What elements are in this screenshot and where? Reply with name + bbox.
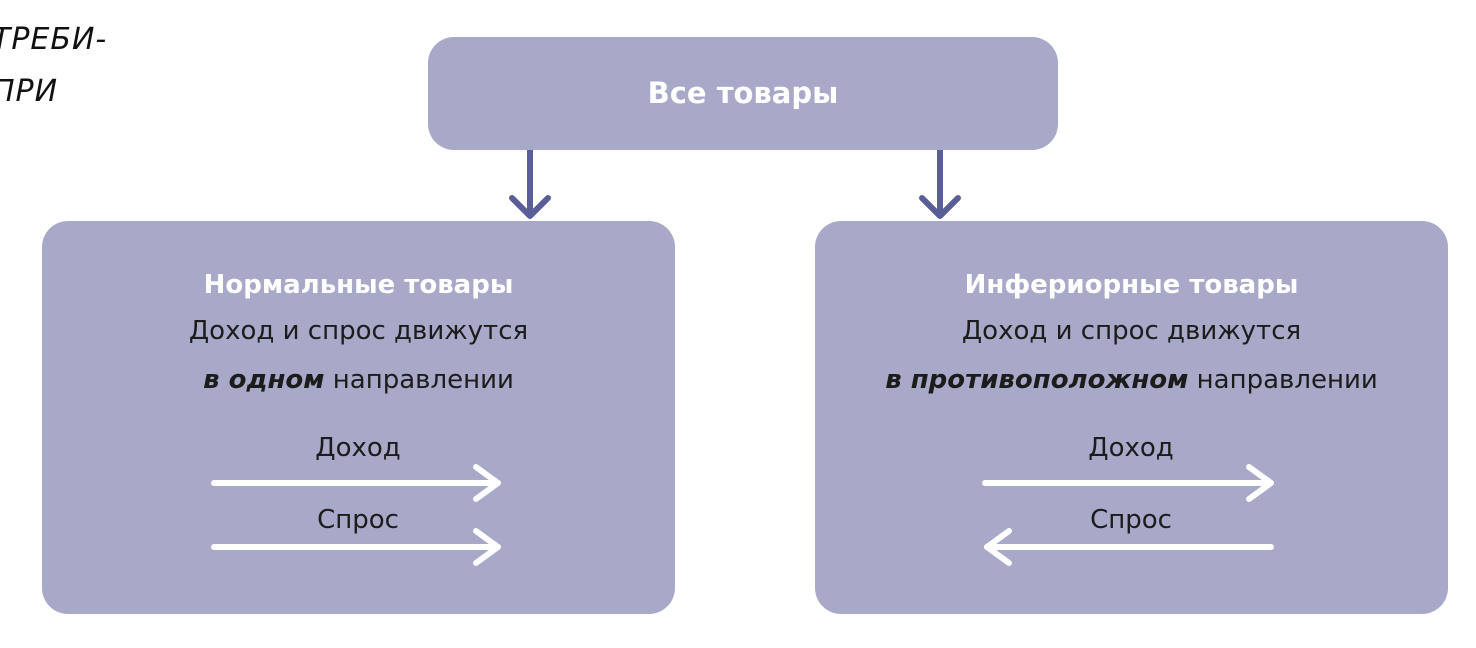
inferior-goods-node: Инфериорные товары Доход и спрос движутс… [815, 221, 1448, 614]
inferior-goods-description-line1: Доход и спрос движутся [961, 316, 1302, 346]
root-node-label: Все товары [647, 76, 839, 110]
inferior-demand-arrow [984, 528, 1274, 566]
margin-handwriting: ТРЕБИ- ПРИ [0, 0, 152, 130]
connector-left [509, 150, 551, 219]
inferior-demand-label: Спрос [1090, 505, 1172, 535]
margin-note-line-3: ПРИ [0, 74, 59, 109]
normal-goods-title: Нормальные товары [203, 270, 514, 300]
normal-demand-label: Спрос [317, 505, 399, 535]
connector-right [919, 150, 961, 219]
inferior-goods-title: Инфериорные товары [964, 270, 1299, 300]
normal-income-label: Доход [315, 433, 401, 463]
margin-note-line-2: ТРЕБИ- [0, 22, 108, 57]
normal-goods-description-line1: Доход и спрос движутся [188, 316, 529, 346]
normal-income-arrow [211, 464, 501, 502]
normal-demand-arrow [211, 528, 501, 566]
normal-goods-emphasis: в одном [203, 365, 325, 395]
root-node: Все товары [428, 37, 1058, 150]
normal-goods-description-line2: в одном направлении [42, 363, 675, 397]
inferior-goods-emphasis: в противоположном [885, 365, 1189, 395]
normal-goods-node: Нормальные товары Доход и спрос движутся… [42, 221, 675, 614]
inferior-income-label: Доход [1088, 433, 1174, 463]
normal-goods-direction-word: направлении [324, 365, 514, 395]
inferior-goods-direction-word: направлении [1188, 365, 1378, 395]
inferior-income-arrow [982, 464, 1274, 502]
inferior-goods-description-line2: в противоположном направлении [815, 363, 1448, 397]
